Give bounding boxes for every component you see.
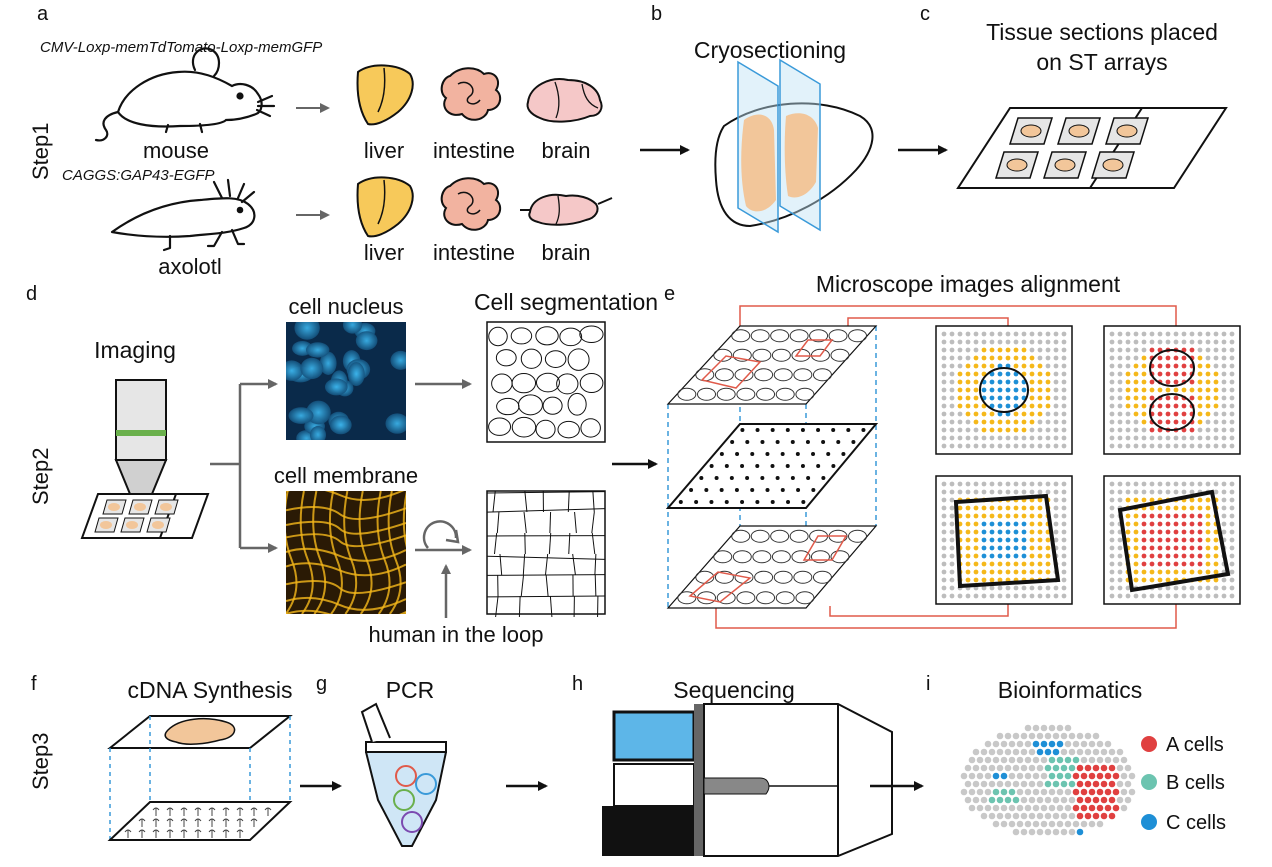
panel-label-g: g <box>316 673 327 695</box>
brain-icon <box>520 193 613 226</box>
cell-segmentation-title: Cell segmentation <box>474 289 658 315</box>
cryosectioning-liver-icon <box>714 58 874 234</box>
cell-type-legend: A cells B cells C cells <box>1141 734 1226 834</box>
intestine-icon <box>440 177 502 231</box>
legend-swatch-a <box>1141 736 1157 752</box>
panel-label-e: e <box>664 283 675 305</box>
scope-slide-areas <box>94 499 179 533</box>
panel-label-a: a <box>37 3 49 25</box>
legend-swatch-b <box>1141 774 1157 790</box>
nucleus-segmentation-outlines <box>488 325 604 439</box>
tissue-title-line1: Tissue sections placed <box>986 19 1218 45</box>
membrane-segmentation-outlines <box>486 490 606 618</box>
organ-brain-2: brain <box>542 240 591 265</box>
legend-swatch-c <box>1141 814 1157 830</box>
organ-brain-1: brain <box>542 138 591 163</box>
cdna-synthesis-icon <box>107 715 293 841</box>
panel-label-b: b <box>651 3 662 25</box>
cdna-title: cDNA Synthesis <box>128 677 293 703</box>
brain-icon <box>526 78 603 123</box>
axolotl-genotype: CAGGS:GAP43-EGFP <box>62 167 215 184</box>
human-in-loop-label: human in the loop <box>369 622 544 647</box>
panel-label-c: c <box>920 3 930 25</box>
legend-label-b: B cells <box>1166 772 1225 794</box>
tissue-title-line2: on ST arrays <box>1036 49 1167 75</box>
organ-intestine-2: intestine <box>433 240 515 265</box>
nucleus-blobs <box>286 322 406 440</box>
liver-icon <box>356 176 414 238</box>
step3-label: Step3 <box>28 733 53 791</box>
sequencer-icon <box>602 703 893 857</box>
microscope-icon <box>80 379 210 539</box>
st-array-slide-icon <box>956 107 1228 189</box>
organ-liver-2: liver <box>364 240 404 265</box>
organ-liver-1: liver <box>364 138 404 163</box>
panel-label-d: d <box>26 283 37 305</box>
slide-capture-areas <box>994 117 1150 179</box>
pcr-title: PCR <box>386 677 435 703</box>
nucleus-segmentation-image <box>486 321 606 443</box>
alignment-stack <box>665 305 1177 629</box>
membrane-network <box>286 491 406 614</box>
axolotl-label: axolotl <box>158 254 222 279</box>
cell-membrane-label: cell membrane <box>274 463 418 488</box>
panel-label-h: h <box>572 673 583 695</box>
intestine-icon <box>440 67 502 121</box>
cell-nucleus-label: cell nucleus <box>289 294 404 319</box>
cryosectioning-title: Cryosectioning <box>694 37 846 63</box>
alignment-title: Microscope images alignment <box>816 271 1121 297</box>
panel-label-i: i <box>926 673 930 695</box>
bioinformatics-title: Bioinformatics <box>998 677 1142 703</box>
step2-label: Step2 <box>28 448 53 506</box>
legend-label-c: C cells <box>1166 812 1226 834</box>
mouse-label: mouse <box>143 138 209 163</box>
pcr-tube-icon <box>360 702 447 847</box>
mouse-icon <box>94 47 276 142</box>
sequencing-title: Sequencing <box>673 677 795 703</box>
step1-label: Step1 <box>28 123 53 181</box>
loop-icon <box>422 520 460 549</box>
axolotl-icon <box>110 178 256 252</box>
imaging-title: Imaging <box>94 337 176 363</box>
legend-label-a: A cells <box>1166 734 1224 756</box>
alignment-zoom-grids <box>935 325 1241 605</box>
organ-intestine-1: intestine <box>433 138 515 163</box>
bioinformatics-spot-map <box>960 724 1136 836</box>
liver-icon <box>356 64 414 126</box>
mouse-genotype: CMV-Loxp-memTdTomato-Loxp-memGFP <box>40 39 322 56</box>
branch-connector <box>210 384 242 548</box>
panel-label-f: f <box>31 673 37 695</box>
